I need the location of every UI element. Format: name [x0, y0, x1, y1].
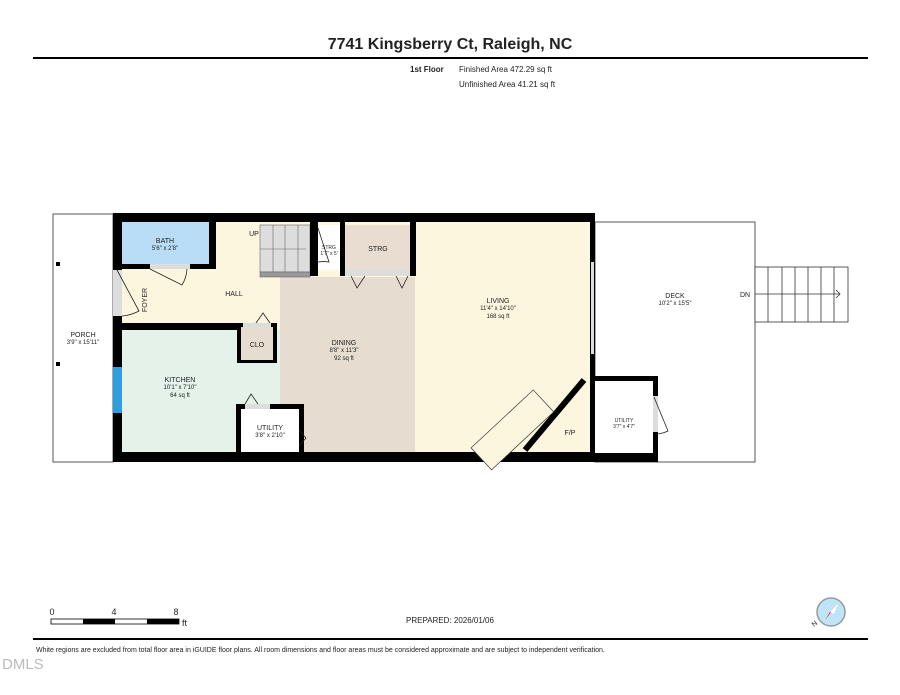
deck-name: DECK	[665, 293, 685, 300]
prepared-date: PREPARED: 2026/01/06	[406, 616, 494, 625]
svg-text:8: 8	[173, 607, 178, 617]
utility2-dims: 3'7" x 4'7"	[613, 424, 635, 430]
interior-stairs	[259, 224, 311, 278]
post	[56, 262, 60, 266]
deck-stairs	[754, 266, 849, 323]
disclaimer: White regions are excluded from total fl…	[36, 647, 605, 654]
storage-small	[318, 225, 340, 270]
kitchen-window	[113, 367, 122, 413]
foyer-name: FOYER	[142, 288, 149, 312]
svg-text:0: 0	[49, 607, 54, 617]
storage	[345, 225, 410, 270]
up-label: UP	[249, 231, 259, 238]
living-area: 168 sq ft	[486, 314, 509, 320]
floor-label: 1st Floor	[410, 65, 444, 74]
compass-icon: N	[811, 597, 846, 629]
utility-dims: 3'8" x 2'10"	[255, 433, 285, 439]
dn-label: DN	[740, 292, 750, 299]
utility2-name: UTILITY	[615, 418, 634, 424]
strg-small-name: STRG	[322, 245, 336, 251]
fireplace	[470, 378, 597, 471]
clo-name: CLO	[250, 342, 265, 349]
kitchen-dims: 10'1" x 7'10"	[164, 385, 197, 391]
unfinished-area: Unfinished Area 41.21 sq ft	[459, 80, 556, 89]
kitchen-area: 64 sq ft	[170, 393, 190, 399]
kitchen-name: KITCHEN	[165, 377, 196, 384]
closet	[241, 327, 273, 360]
finished-area: Finished Area 472.29 sq ft	[459, 65, 553, 74]
dining-area: 92 sq ft	[334, 356, 354, 362]
strg-small-dims: 1'7" x 5'	[320, 251, 337, 257]
dining-dims: 8'8" x 11'3"	[329, 348, 358, 354]
door-swings	[116, 227, 669, 447]
living-dims: 11'4" x 14'10"	[480, 306, 516, 312]
bath-dims: 5'6" x 2'8"	[152, 246, 178, 252]
bath-name: BATH	[156, 238, 174, 245]
dining-name: DINING	[332, 340, 357, 347]
svg-text:4: 4	[111, 607, 116, 617]
post	[56, 362, 60, 366]
room-utility-2	[595, 381, 653, 453]
fp-label: F/P	[565, 430, 576, 437]
hall-name: HALL	[225, 291, 243, 298]
deck-dims: 10'2" x 15'5"	[659, 301, 692, 307]
strg-name: STRG	[368, 246, 387, 253]
watermark: DMLS	[2, 656, 44, 673]
page-title: 7741 Kingsberry Ct, Raleigh, NC	[328, 36, 573, 53]
porch-dims: 3'9" x 15'11"	[67, 340, 99, 346]
svg-text:N: N	[811, 620, 819, 629]
front-door[interactable]	[113, 270, 122, 316]
room-porch	[52, 213, 114, 463]
room-utility	[241, 409, 299, 452]
porch-name: PORCH	[70, 332, 95, 339]
svg-text:ft: ft	[182, 618, 188, 628]
utility-name: UTILITY	[257, 425, 283, 432]
living-name: LIVING	[487, 298, 510, 305]
room-bath	[122, 222, 209, 264]
scale-bar: 0 4 8 ft	[49, 607, 187, 628]
